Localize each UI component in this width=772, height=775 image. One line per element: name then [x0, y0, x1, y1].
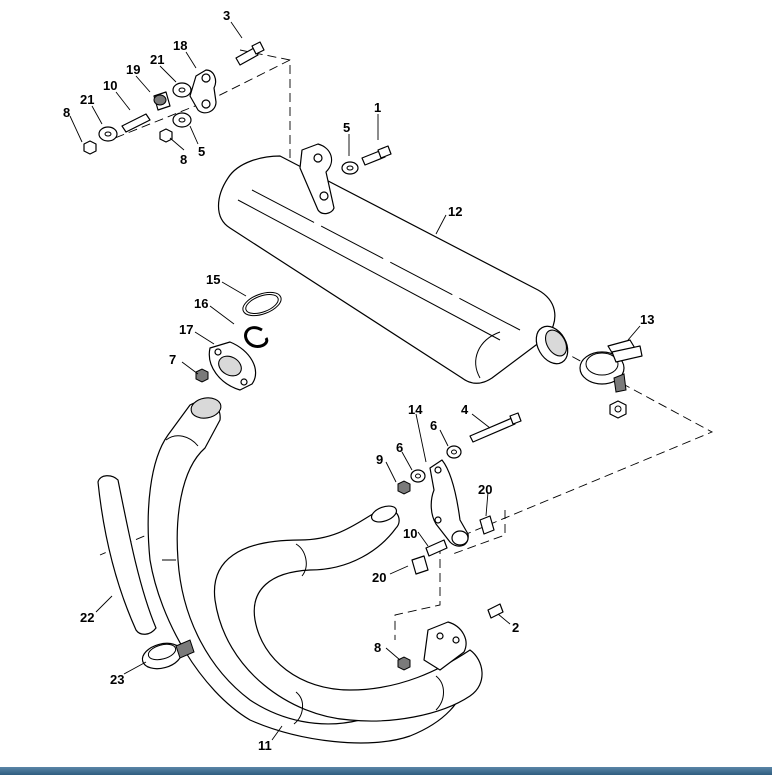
callout-16: 16 [194, 296, 208, 311]
muffler-clamp [579, 339, 643, 419]
callout-5: 5 [198, 144, 205, 159]
callout-7: 7 [169, 352, 176, 367]
lower-bracket-hardware [397, 412, 522, 671]
callout-9: 9 [376, 452, 383, 467]
leader-lines [69, 21, 641, 741]
callout-14: 14 [408, 402, 423, 417]
callout-12: 12 [448, 204, 462, 219]
callout-19: 19 [126, 62, 140, 77]
callout-6: 6 [430, 418, 437, 433]
callout-20: 20 [372, 570, 386, 585]
callout-13: 13 [640, 312, 654, 327]
callout-5: 5 [343, 120, 350, 135]
callout-4: 4 [461, 402, 469, 417]
callout-21: 21 [80, 92, 94, 107]
callout-8: 8 [180, 152, 187, 167]
callout-10: 10 [103, 78, 117, 93]
callout-1: 1 [374, 100, 381, 115]
callout-21: 21 [150, 52, 164, 67]
callout-6: 6 [396, 440, 403, 455]
header-pipe [147, 397, 483, 744]
callout-3: 3 [223, 8, 230, 23]
callout-15: 15 [206, 272, 220, 287]
bolt-washer-top [341, 145, 392, 175]
muffler [217, 143, 569, 384]
callout-2: 2 [512, 620, 519, 635]
callout-8: 8 [63, 105, 70, 120]
hose-clamp [141, 639, 195, 670]
callout-23: 23 [110, 672, 124, 687]
callout-22: 22 [80, 610, 94, 625]
header-flange-gaskets [195, 291, 282, 391]
callout-20: 20 [478, 482, 492, 497]
callout-8: 8 [374, 640, 381, 655]
callout-11: 11 [258, 738, 272, 753]
heat-shield [97, 475, 157, 635]
callout-10: 10 [403, 526, 417, 541]
callout-18: 18 [173, 38, 187, 53]
window-bottom-bar [0, 767, 772, 775]
callout-17: 17 [179, 322, 193, 337]
callout-labels: 3 18 21 19 10 21 8 5 8 1 5 12 13 15 16 1… [63, 8, 654, 753]
upper-mount-hardware [83, 41, 265, 155]
